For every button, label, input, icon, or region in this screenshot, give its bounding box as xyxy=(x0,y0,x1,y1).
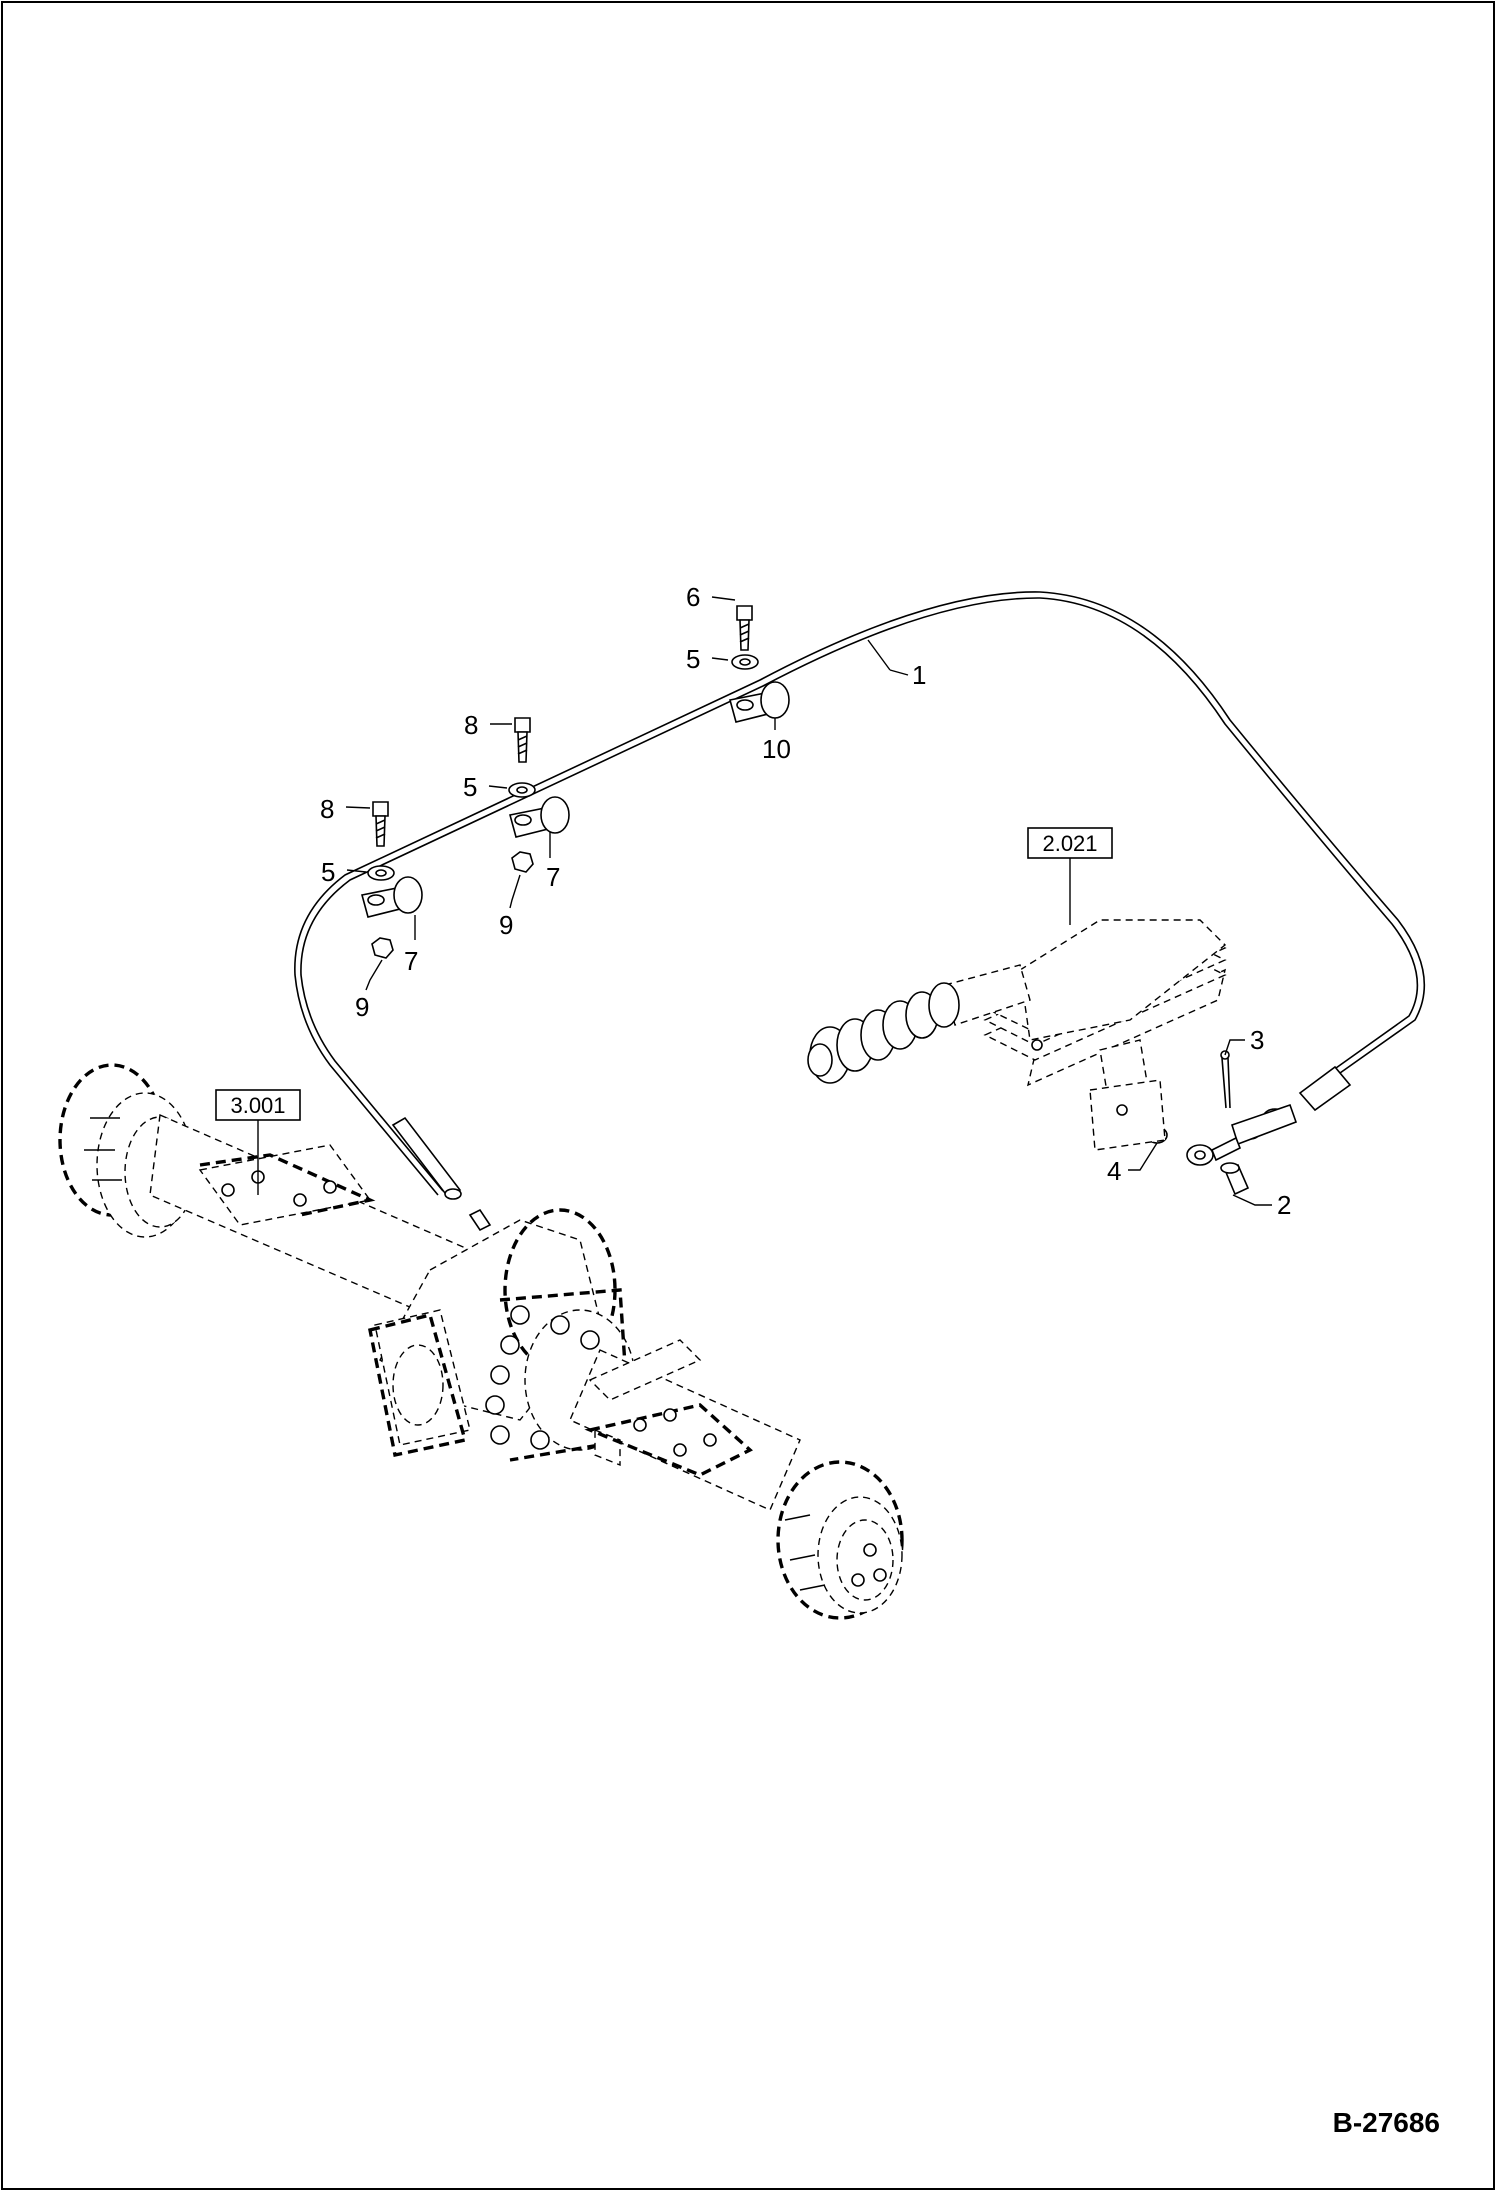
callout-4: 4 xyxy=(1107,1156,1121,1186)
ref-box-axle: 3.001 xyxy=(215,1089,301,1195)
bolt-6 xyxy=(736,605,753,651)
callout-5-low: 5 xyxy=(321,857,335,887)
callout-2: 2 xyxy=(1277,1190,1291,1220)
callout-8-lower: 8 xyxy=(320,794,334,824)
ref-label-3001: 3.001 xyxy=(230,1093,285,1118)
ref-box-lever: 2.021 xyxy=(1027,827,1113,925)
callout-7-lower: 7 xyxy=(404,946,418,976)
clamp-7-upper xyxy=(509,796,570,838)
callout-3: 3 xyxy=(1250,1025,1264,1055)
brake-cable xyxy=(294,591,1426,1200)
washer-5-top xyxy=(731,654,759,670)
callout-6: 6 xyxy=(686,582,700,612)
drawing-number: B-27686 xyxy=(1332,2107,1440,2138)
lever-assembly xyxy=(807,919,1227,1151)
callout-9-lower: 9 xyxy=(355,992,369,1022)
bolt-8-upper xyxy=(514,717,531,763)
axle-assembly xyxy=(58,1063,904,1620)
callout-8-upper: 8 xyxy=(464,710,478,740)
callout-7-upper: 7 xyxy=(546,862,560,892)
callout-1: 1 xyxy=(912,660,926,690)
callouts: 1 2 3 4 5 5 5 6 7 7 8 8 9 9 10 xyxy=(320,582,1291,1220)
ref-label-2021: 2.021 xyxy=(1042,831,1097,856)
callout-5-mid: 5 xyxy=(463,772,477,802)
washer-5-mid xyxy=(508,782,536,798)
callout-9-upper: 9 xyxy=(499,910,513,940)
nut-9-lower xyxy=(371,937,394,959)
clamp-7-lower xyxy=(361,876,423,918)
callout-10: 10 xyxy=(762,734,791,764)
nut-9-upper xyxy=(511,851,534,873)
clamp-10 xyxy=(729,681,790,723)
pin xyxy=(1220,1162,1250,1196)
washer-5-low xyxy=(367,865,395,881)
callout-5-top: 5 xyxy=(686,644,700,674)
split-pin xyxy=(1220,1050,1231,1109)
bolt-8-lower xyxy=(372,801,389,847)
cable-end-fitting xyxy=(1186,1065,1352,1166)
